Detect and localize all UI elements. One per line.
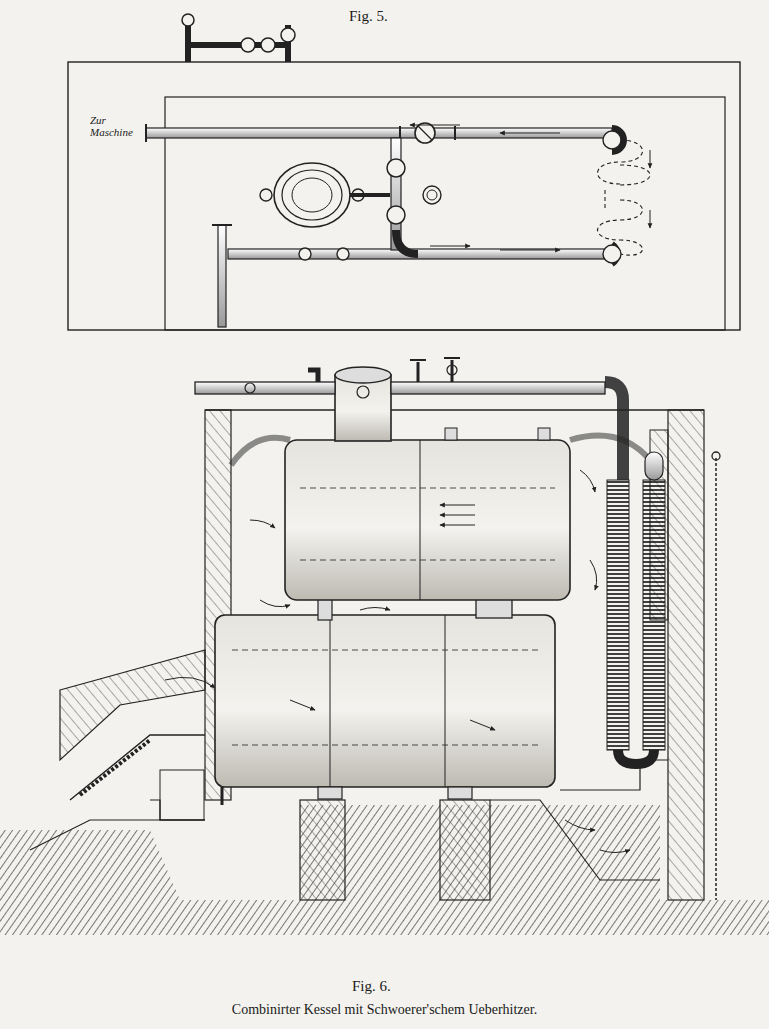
figure-caption: Combinirter Kessel mit Schwoerer'schem U… — [232, 1002, 537, 1018]
pipe-label: Zur Maschine — [90, 114, 142, 138]
section-view — [0, 358, 769, 935]
figure-number: Fig. 6. — [352, 978, 422, 995]
figure-number: Fig. 5. — [349, 8, 409, 25]
plan-view — [68, 14, 740, 330]
